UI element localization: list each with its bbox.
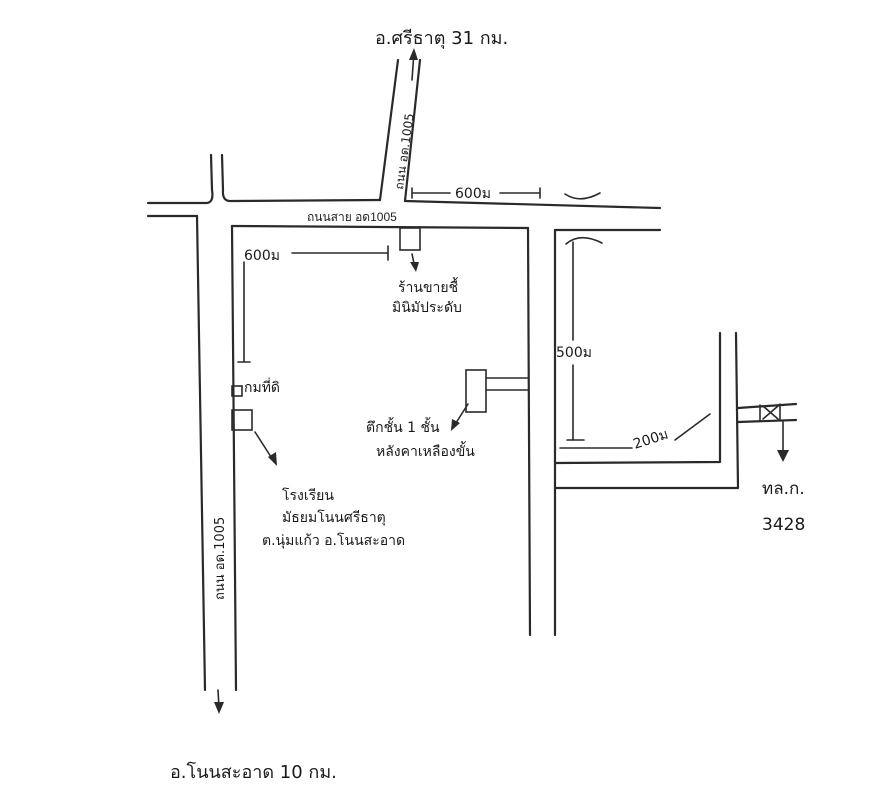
road-west-vertical-label: ถนน อด.1005 xyxy=(213,517,228,600)
main-horizontal-road xyxy=(146,153,662,232)
distance-marker-bottom-right xyxy=(559,413,711,449)
landmark-1-line2: มินิมัประดับ xyxy=(392,300,462,316)
road-north-vertical-label: ถนน อด.1005 xyxy=(392,112,417,190)
west-road xyxy=(195,214,238,714)
landmark-box-4 xyxy=(451,369,529,431)
distance-marker-top-right xyxy=(411,187,541,199)
landmark-4-line2: หลังคาเหลืองขั้น xyxy=(376,441,475,460)
landmark-3-line2: มัธยมโนนศรีธาตุ xyxy=(282,509,386,526)
right-road-code-line1: ทล.ก. xyxy=(762,479,805,499)
dist-vertical-right: 500ม xyxy=(556,345,592,361)
landmark-4-line1: ตึกชั้น 1 ชั้น xyxy=(366,417,440,436)
bottom-destination: อ.โนนสะอาด 10 กม. xyxy=(170,761,337,783)
landmark-3-line3: ต.นุ่มแก้ว อ.โนนสะอาด xyxy=(262,532,405,549)
distance-marker-vertical-right xyxy=(566,241,585,441)
top-destination: อ.ศรีธาตุ 31 กม. xyxy=(375,28,508,49)
landmark-1-line1: ร้านขายชื้ xyxy=(398,277,458,296)
landmark-2: กมที่ดิ xyxy=(244,378,280,396)
right-road xyxy=(736,402,798,462)
bridge-symbol-top xyxy=(564,192,601,200)
landmark-box-2 xyxy=(231,385,243,397)
bridge-symbol-lower xyxy=(565,236,603,245)
middle-road xyxy=(526,226,740,637)
landmark-3-line1: โรงเรียน xyxy=(282,487,334,504)
dist-top-right: 600ม xyxy=(455,186,491,202)
landmark-box-3 xyxy=(231,409,277,466)
right-road-code-line2: 3428 xyxy=(762,515,805,535)
distance-marker-top-left xyxy=(237,245,389,363)
road-top-name: ถนนสาย อด1005 xyxy=(307,210,397,224)
landmark-box-1 xyxy=(399,227,421,272)
north-road xyxy=(378,48,422,203)
dist-top-left: 600ม xyxy=(244,248,280,264)
dist-bottom-right: 200ม xyxy=(631,426,670,452)
